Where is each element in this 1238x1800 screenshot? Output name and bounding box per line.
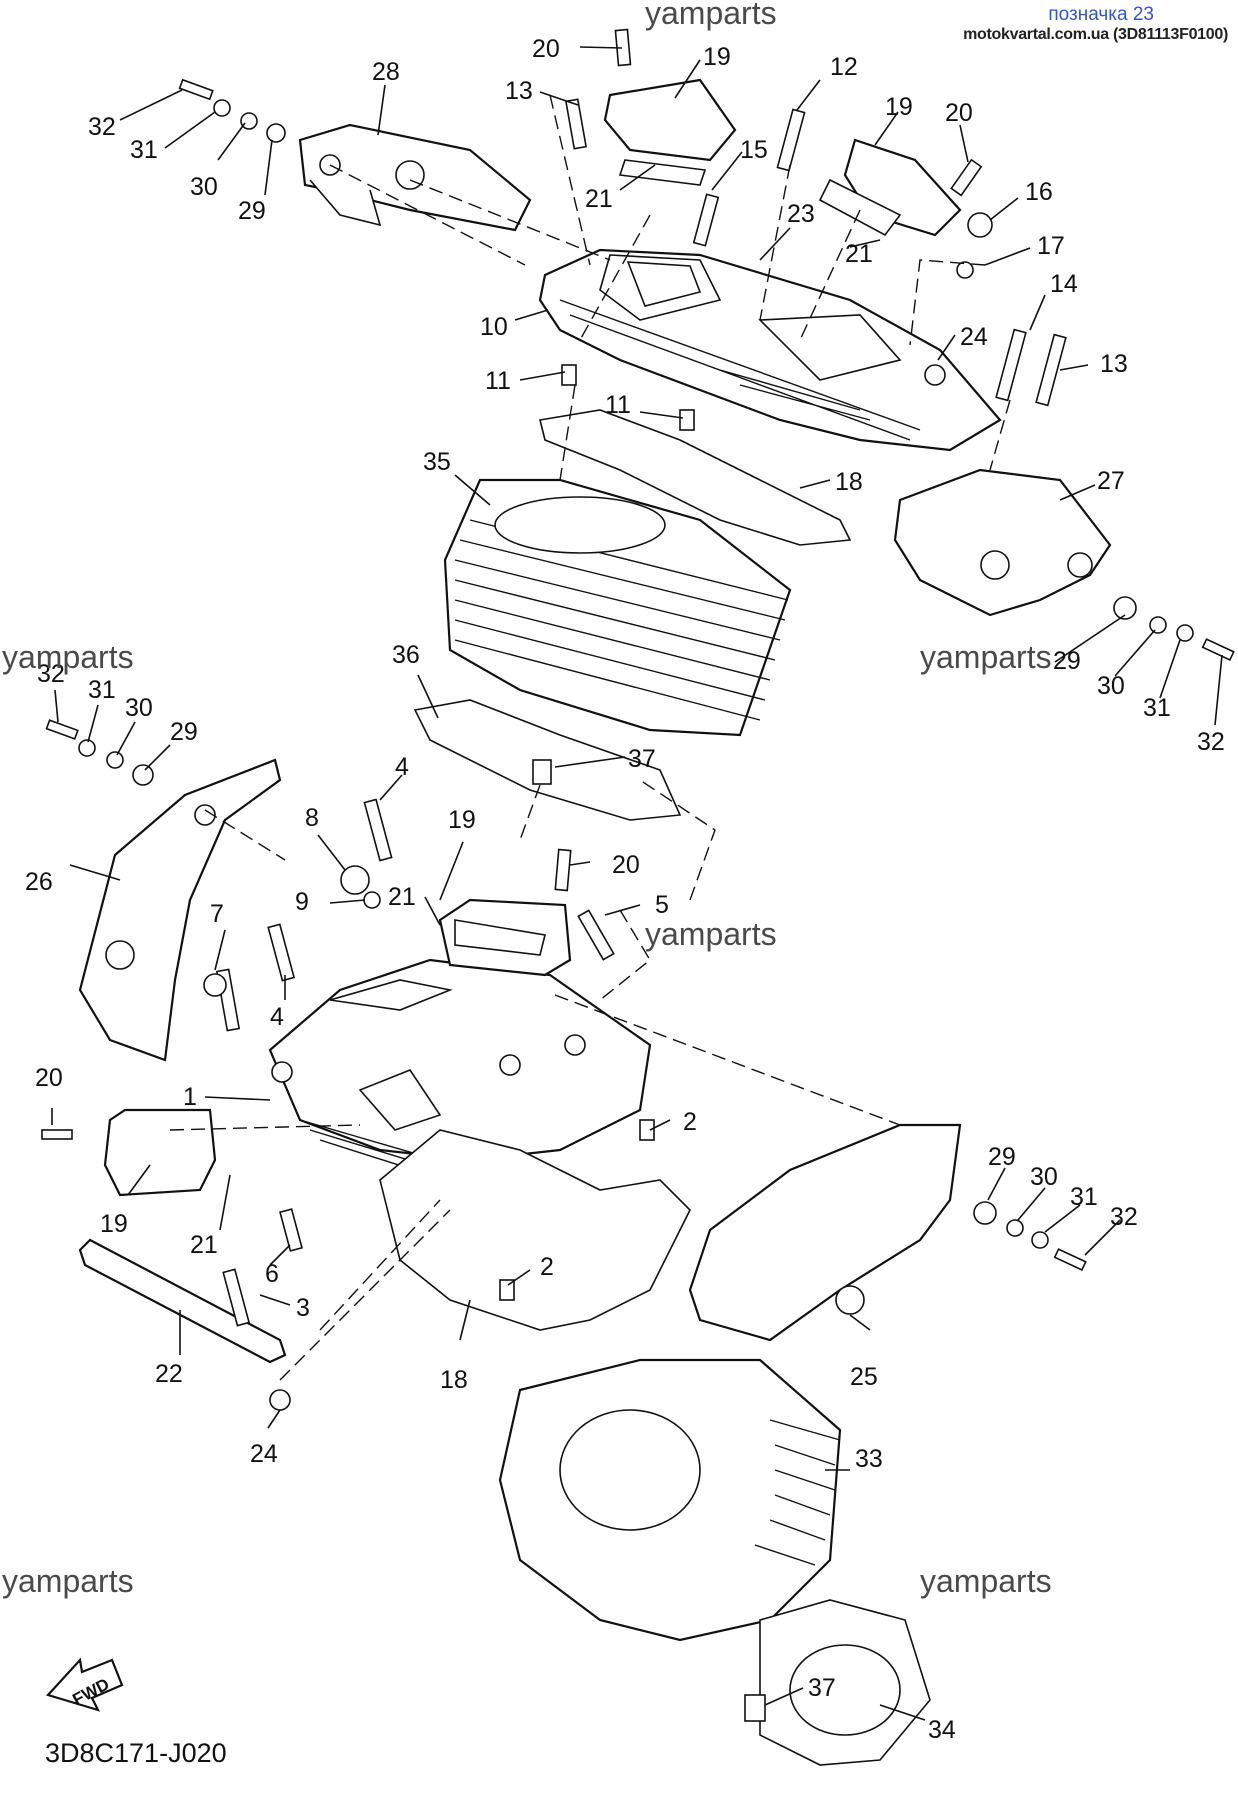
diagram-code: 3D8C171-J020	[45, 1738, 227, 1768]
callout: 4	[395, 753, 409, 781]
callout: 7	[210, 900, 224, 928]
callout: 35	[423, 448, 451, 476]
callout: 6	[265, 1260, 279, 1288]
callout: 30	[125, 694, 153, 722]
callout: 8	[305, 804, 319, 832]
watermark: yamparts	[2, 639, 134, 675]
callout: 21	[585, 185, 613, 213]
watermarks: yamparts yamparts yamparts yamparts yamp…	[2, 0, 1052, 1599]
callout: 27	[1097, 467, 1125, 495]
callout: 37	[808, 1674, 836, 1702]
callout: 24	[960, 323, 988, 351]
leader-lines	[51, 46, 1223, 1721]
callout: 29	[988, 1143, 1016, 1171]
page-title: позначка 23	[1048, 4, 1154, 25]
callout: 29	[238, 197, 266, 225]
callout: 24	[250, 1440, 278, 1468]
callout: 30	[190, 173, 218, 201]
callout: 31	[88, 676, 116, 704]
callout: 21	[388, 883, 416, 911]
callout: 20	[532, 35, 560, 63]
callout: 32	[88, 113, 116, 141]
rear-cylinder-head-group	[178, 28, 1235, 821]
callout: 18	[440, 1366, 468, 1394]
callout: 4	[270, 1003, 284, 1031]
callout: 29	[170, 718, 198, 746]
callout: 20	[612, 851, 640, 879]
callout: 19	[100, 1210, 128, 1238]
callout: 11	[605, 391, 631, 419]
callout: 16	[1025, 178, 1053, 206]
callout: 21	[190, 1231, 218, 1259]
callout: 5	[655, 891, 669, 919]
callout: 20	[945, 99, 973, 127]
callout: 31	[130, 136, 158, 164]
callout: 10	[480, 313, 508, 341]
callout: 13	[1100, 350, 1128, 378]
watermark: yamparts	[645, 916, 777, 952]
callout: 15	[740, 136, 768, 164]
callout: 32	[37, 660, 65, 688]
callout: 1	[183, 1083, 197, 1111]
callout: 29	[1053, 647, 1081, 675]
callout: 14	[1050, 270, 1078, 298]
callout: 30	[1030, 1163, 1058, 1191]
callout: 12	[830, 53, 858, 81]
assembly-lines	[169, 94, 1011, 1381]
callout: 28	[372, 58, 400, 86]
watermark: yamparts	[920, 639, 1052, 675]
callout: 32	[1197, 728, 1225, 756]
callout: 21	[845, 240, 873, 268]
callout: 19	[448, 806, 476, 834]
callout: 34	[928, 1716, 956, 1744]
callout: 19	[703, 43, 731, 71]
callout: 31	[1143, 694, 1171, 722]
callout: 19	[885, 93, 913, 121]
callout: 32	[1110, 1203, 1138, 1231]
callout: 20	[35, 1064, 63, 1092]
callout: 18	[835, 468, 863, 496]
callout-numbers: 20 19 13 12 19 20 15 16 21 23 17 21 32 3…	[25, 35, 1225, 1744]
callout: 30	[1097, 672, 1125, 700]
callout: 23	[787, 200, 815, 228]
watermark: yamparts	[920, 1563, 1052, 1599]
callout: 2	[683, 1108, 697, 1136]
source-reference: motokvartal.com.ua (3D81113F0100)	[963, 26, 1228, 43]
callout: 37	[628, 745, 656, 773]
callout: 17	[1037, 232, 1065, 260]
callout: 2	[540, 1253, 554, 1281]
callout: 25	[850, 1363, 878, 1391]
callout: 3	[296, 1294, 310, 1322]
callout: 26	[25, 868, 53, 896]
watermark: yamparts	[2, 1563, 134, 1599]
callout: 36	[392, 641, 420, 669]
callout: 31	[1070, 1183, 1098, 1211]
callout: 11	[485, 367, 511, 395]
watermark: yamparts	[645, 0, 777, 31]
callout: 13	[505, 77, 533, 105]
callout: 9	[295, 888, 309, 916]
callout: 33	[855, 1445, 883, 1473]
callout: 22	[155, 1360, 183, 1388]
front-cylinder-head-group	[41, 719, 1087, 1766]
